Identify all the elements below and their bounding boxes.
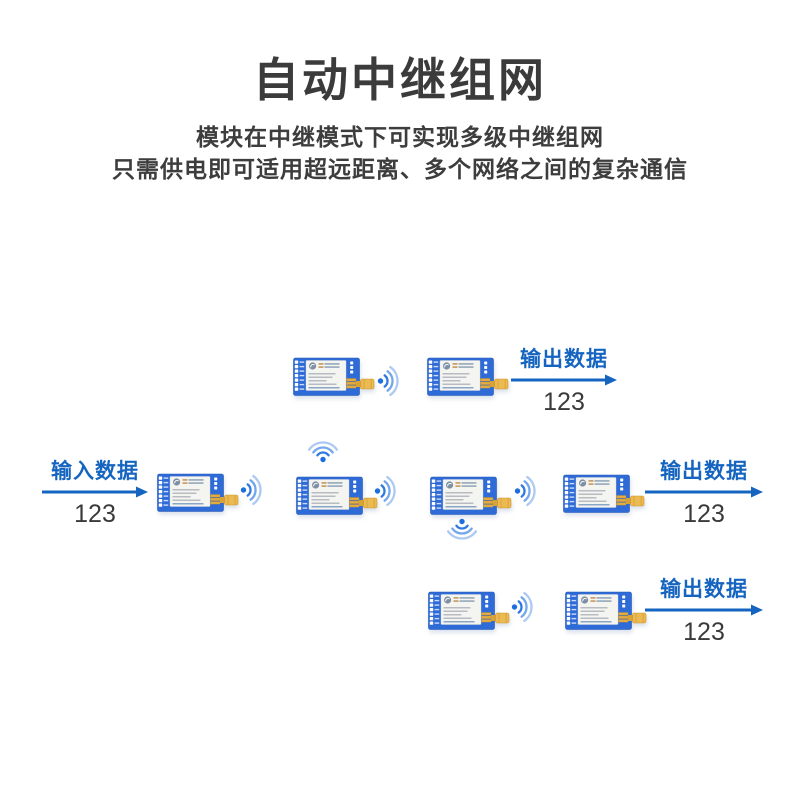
wifi-signal-icon bbox=[239, 472, 265, 508]
input-data-text: 输入数据 bbox=[51, 460, 139, 483]
rf-module-icon bbox=[430, 476, 518, 516]
wifi-signal-icon bbox=[376, 363, 402, 399]
rf-module-icon bbox=[563, 474, 651, 514]
output-data-label-3: 输出数据 123 bbox=[645, 579, 763, 645]
output-data-label-2: 输出数据 123 bbox=[645, 461, 763, 527]
output-data-text: 输出数据 bbox=[660, 578, 748, 601]
wifi-signal-down-icon bbox=[444, 517, 480, 543]
input-data-label: 输入数据 123 bbox=[42, 461, 148, 527]
wifi-signal-up-icon bbox=[305, 438, 341, 464]
flow-arrow-icon bbox=[511, 374, 617, 386]
output-data-value: 123 bbox=[683, 618, 725, 646]
flow-arrow-icon bbox=[645, 604, 763, 616]
output-data-text: 输出数据 bbox=[520, 348, 608, 371]
subtitle-line-1: 模块在中继模式下可实现多级中继组网 bbox=[196, 124, 604, 150]
flow-arrow-icon bbox=[645, 486, 763, 498]
subtitle-line-2: 只需供电即可适用超远距离、多个网络之间的复杂通信 bbox=[112, 156, 688, 182]
output-data-value: 123 bbox=[683, 500, 725, 528]
wifi-signal-icon bbox=[513, 473, 539, 509]
rf-module-icon bbox=[565, 591, 653, 631]
rf-module-icon bbox=[296, 476, 384, 516]
input-data-value: 123 bbox=[74, 500, 116, 528]
flow-arrow-icon bbox=[42, 486, 148, 498]
page-title: 自动中继组网 bbox=[253, 54, 547, 106]
rf-module-icon bbox=[293, 357, 381, 397]
wifi-signal-icon bbox=[510, 589, 536, 625]
output-data-label-1: 输出数据 123 bbox=[511, 349, 617, 415]
output-data-value: 123 bbox=[543, 388, 585, 416]
wifi-signal-icon bbox=[373, 473, 399, 509]
rf-module-icon bbox=[157, 473, 245, 513]
rf-module-icon bbox=[427, 357, 515, 397]
output-data-text: 输出数据 bbox=[660, 460, 748, 483]
rf-module-icon bbox=[428, 591, 516, 631]
